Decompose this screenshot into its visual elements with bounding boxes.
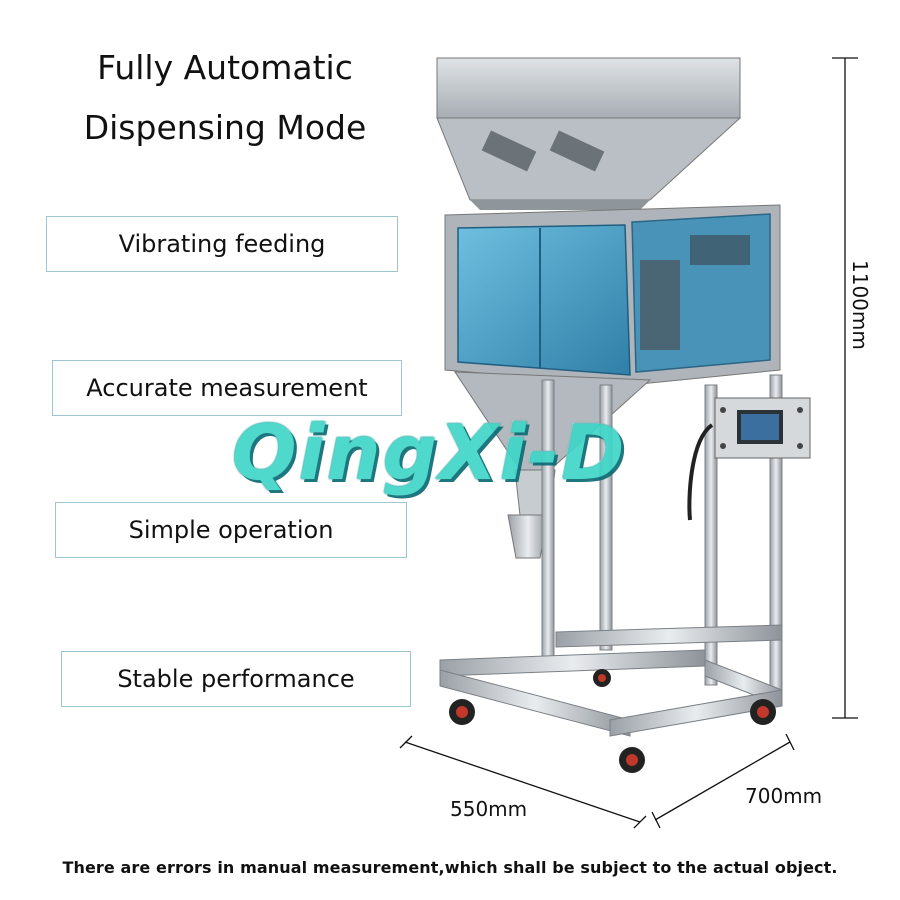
title-line-1: Fully Automatic: [97, 48, 353, 87]
dimension-lines: [399, 57, 858, 829]
brand-watermark: QingXi-D: [232, 408, 627, 497]
feature-stable-performance: Stable performance: [61, 651, 411, 707]
weighing-cabinet: [444, 204, 781, 386]
dimension-height-label: 1100mm: [848, 260, 872, 350]
product-title: Fully Automatic Dispensing Mode: [70, 38, 380, 158]
feature-accurate-measurement: Accurate measurement: [52, 360, 402, 416]
dimension-depth-label: 700mm: [745, 784, 823, 808]
feature-simple-operation: Simple operation: [55, 502, 407, 558]
measurement-disclaimer: There are errors in manual measurement,w…: [62, 858, 838, 877]
caster-wheels: [449, 669, 776, 773]
dimension-width-label: 550mm: [450, 797, 528, 821]
title-line-2: Dispensing Mode: [83, 108, 367, 147]
hopper: [436, 57, 742, 210]
control-panel: [687, 397, 811, 521]
feature-vibrating-feeding: Vibrating feeding: [46, 216, 398, 272]
